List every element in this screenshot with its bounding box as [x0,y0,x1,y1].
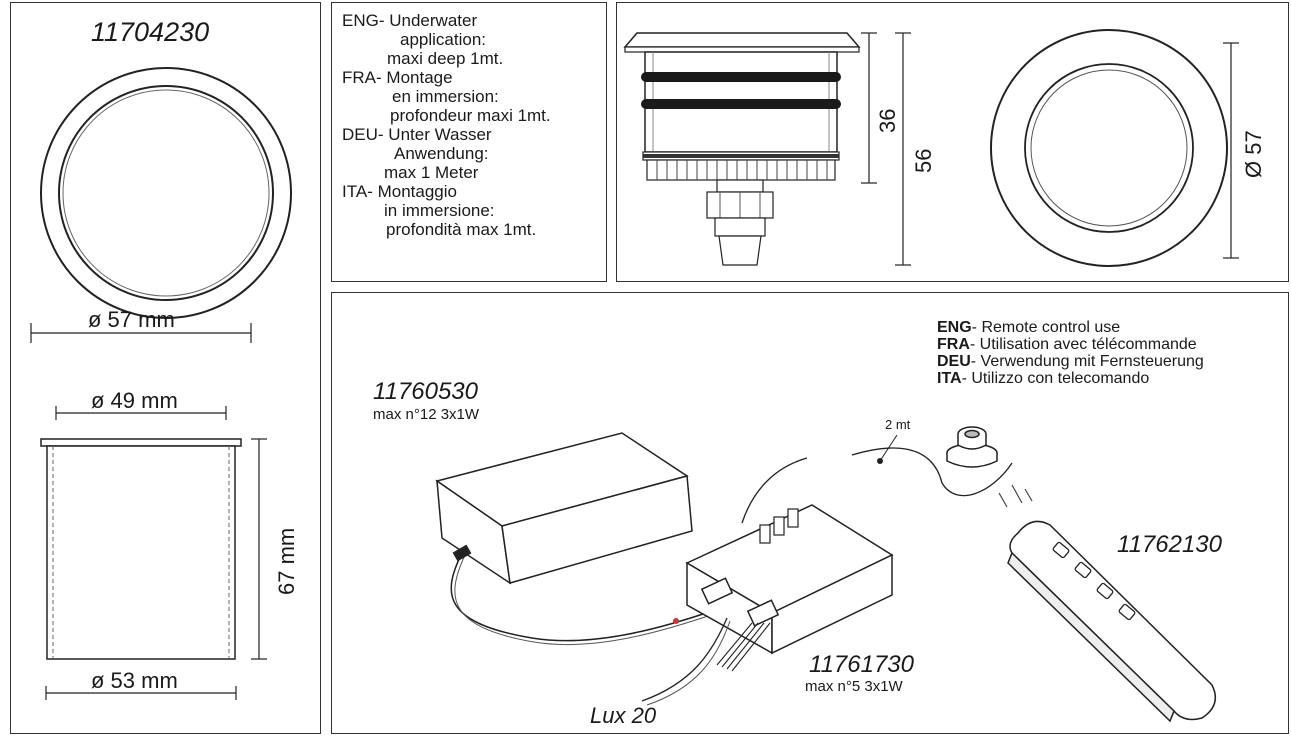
diameter-53-label: ø 53 mm [91,668,178,693]
controller-code: 11761730 [809,651,914,678]
note-eng: ENG- Underwater [342,11,478,30]
remote-control-drawing [1007,520,1217,723]
height-67-label: 67 mm [274,527,299,595]
wiring-diagram [435,426,1217,723]
left-panel: 11704230 ø 57 mm ø 49 mm 67 mm ø 53 mm [10,2,321,734]
dim-36-label: 36 [875,108,900,133]
diameter-57-label: ø 57 mm [88,307,175,332]
diameter-49-label: ø 49 mm [91,388,178,413]
power-supply-code: 11760530 [373,378,478,405]
install-notes: ENG- Underwater application: maxi deep 1… [342,11,551,239]
install-notes-panel: ENG- Underwater application: maxi deep 1… [331,2,607,282]
fixture-side-drawing [623,29,1239,267]
fixture-dimensions-panel: 36 56 Ø 57 [616,2,1289,282]
top-view-drawing [30,67,292,700]
cable-length-label: 2 mt [885,417,911,432]
remote-control-panel: ENG- Remote control use FRA- Utilisation… [331,292,1289,734]
remote-code: 11762130 [1117,531,1222,558]
controller-spec: max n°5 3x1W [805,678,903,695]
inner-ring [58,85,274,301]
controller-drawing [685,504,894,655]
product-code: 11704230 [91,17,210,47]
power-supply-drawing [435,432,693,585]
side-body [46,445,236,660]
outer-ring [40,67,292,319]
receiver-sensor-drawing [946,426,998,468]
usage-notes: ENG- Remote control use FRA- Utilisation… [937,319,1204,387]
dim-56-label: 56 [911,148,936,173]
power-supply-spec: max n°12 3x1W [373,406,480,423]
note-deu: DEU- Unter Wasser [342,125,492,144]
o-ring-bottom [641,99,841,109]
o-ring-top [641,72,841,82]
dim-57-label: Ø 57 [1241,130,1266,178]
note-ita: ITA- Montaggio [342,182,457,201]
fixture-name-label: Lux 20 [590,703,657,728]
note-fra: FRA- Montage [342,68,453,87]
side-flange [40,438,242,447]
